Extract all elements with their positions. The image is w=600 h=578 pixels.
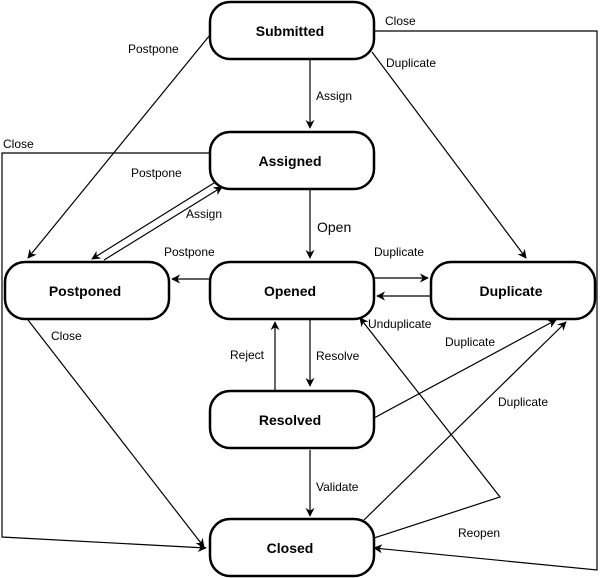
state-duplicate[interactable]: Duplicate <box>429 260 597 321</box>
edge-assigned-close <box>1 152 210 553</box>
label-postponed-close: Close <box>51 329 82 343</box>
state-label: Resolved <box>259 412 321 428</box>
label-submitted-duplicate: Duplicate <box>386 56 436 70</box>
edge-closed-duplicate <box>363 321 567 521</box>
state-assigned[interactable]: Assigned <box>208 130 376 191</box>
label-submitted-close: Close <box>385 14 416 28</box>
label-assigned-postpone: Postpone <box>131 166 182 180</box>
edge-postponed-assign <box>103 186 223 261</box>
label-resolved-duplicate: Duplicate <box>445 335 495 349</box>
state-label: Postponed <box>49 283 121 299</box>
label-opened-postpone: Postpone <box>164 245 215 259</box>
edge-assigned-postpone <box>91 177 223 260</box>
edge-resolved-duplicate <box>373 319 557 419</box>
label-opened-resolve: Resolve <box>316 349 360 363</box>
edge-submitted-close <box>373 30 598 571</box>
label-closed-duplicate: Duplicate <box>498 395 548 409</box>
state-submitted[interactable]: Submitted <box>208 0 376 61</box>
edge-closed-reopen <box>359 317 502 539</box>
edge-labels: Close Postpone Assign Duplicate Close Po… <box>3 14 548 540</box>
state-label: Opened <box>264 283 316 299</box>
state-label: Closed <box>267 540 314 556</box>
edge-submitted-postpone <box>27 34 211 259</box>
state-postponed[interactable]: Postponed <box>3 260 171 321</box>
state-opened[interactable]: Opened <box>208 260 376 321</box>
state-resolved[interactable]: Resolved <box>208 389 376 450</box>
label-assigned-open: Open <box>317 219 351 235</box>
label-resolved-reject: Reject <box>230 348 265 362</box>
label-assigned-close: Close <box>3 137 34 151</box>
label-opened-duplicate: Duplicate <box>374 245 424 259</box>
label-closed-reopen: Reopen <box>458 526 500 540</box>
edge-postponed-close <box>27 319 205 548</box>
label-resolved-validate: Validate <box>316 480 359 494</box>
state-label: Submitted <box>256 23 324 39</box>
label-submitted-postpone: Postpone <box>128 42 179 56</box>
state-label: Assigned <box>258 153 321 169</box>
label-submitted-assign: Assign <box>316 89 352 103</box>
state-closed[interactable]: Closed <box>208 517 376 578</box>
label-duplicate-unduplicate: Unduplicate <box>368 317 432 331</box>
label-postponed-assign: Assign <box>186 207 222 221</box>
state-label: Duplicate <box>479 283 542 299</box>
edge-submitted-duplicate <box>371 51 527 259</box>
edges <box>1 30 598 571</box>
